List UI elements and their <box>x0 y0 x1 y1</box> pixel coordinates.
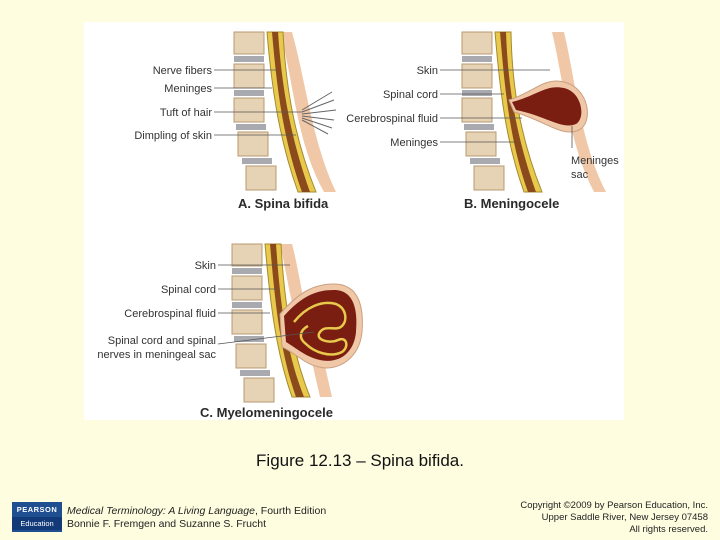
label-b-meninges: Meninges <box>390 137 438 149</box>
panel-b-title: B. Meningocele <box>464 196 559 211</box>
label-b-meninges-sac-line2: sac <box>571 169 589 181</box>
figure-illustration: Nerve fibers Meninges Tuft of hair Dimpl… <box>97 31 619 420</box>
book-edition: , Fourth Edition <box>254 505 327 517</box>
label-b-spinal-cord: Spinal cord <box>383 89 438 101</box>
tuft-of-hair <box>301 91 337 135</box>
copyright-line-3: All rights reserved. <box>629 524 708 535</box>
panel-c-title: C. Myelomeningocele <box>200 405 333 420</box>
panel-c-illustration <box>217 243 363 403</box>
label-b-meninges-sac-line1: Meninges <box>571 155 619 167</box>
panel-a-vertebrae <box>233 31 277 191</box>
panel-a-title: A. Spina bifida <box>238 196 329 211</box>
label-c-spinal-cord: Spinal cord <box>161 284 216 296</box>
label-a-tuft-of-hair: Tuft of hair <box>160 107 213 119</box>
label-a-dimpling-of-skin: Dimpling of skin <box>134 130 212 142</box>
label-c-cord-and-nerves-line2: nerves in meningeal sac <box>97 349 216 361</box>
book-authors: Bonnie F. Fremgen and Suzanne S. Frucht <box>67 518 267 530</box>
pearson-education-logo: PEARSON Education <box>12 502 62 532</box>
copyright-line-1: Copyright ©2009 by Pearson Education, In… <box>520 500 708 511</box>
panel-c-vertebrae <box>231 243 275 403</box>
book-title-line: Medical Terminology: A Living Language, … <box>67 505 326 518</box>
panel-a-illustration <box>214 31 337 193</box>
label-b-cerebrospinal-fluid: Cerebrospinal fluid <box>346 113 438 125</box>
book-credit: Medical Terminology: A Living Language, … <box>67 505 326 531</box>
spina-bifida-figure: Nerve fibers Meninges Tuft of hair Dimpl… <box>84 22 624 420</box>
panel-b-vertebrae <box>461 31 505 191</box>
label-a-nerve-fibers: Nerve fibers <box>153 65 213 77</box>
myelomeningeal-sac <box>279 283 363 369</box>
label-c-cerebrospinal-fluid: Cerebrospinal fluid <box>124 308 216 320</box>
label-a-meninges: Meninges <box>164 83 212 95</box>
label-c-skin: Skin <box>195 260 216 272</box>
copyright-line-2: Upper Saddle River, New Jersey 07458 <box>541 512 708 523</box>
logo-text-bottom: Education <box>12 517 62 530</box>
label-c-cord-and-nerves-line1: Spinal cord and spinal <box>108 335 216 347</box>
copyright-notice: Copyright ©2009 by Pearson Education, In… <box>520 500 708 536</box>
meninges-sac <box>508 80 588 133</box>
label-b-skin: Skin <box>417 65 438 77</box>
book-title: Medical Terminology: A Living Language <box>67 505 255 517</box>
logo-text-top: PEARSON <box>16 505 58 514</box>
figure-caption: Figure 12.13 – Spina bifida. <box>256 451 464 470</box>
panel-b-illustration <box>440 31 606 193</box>
